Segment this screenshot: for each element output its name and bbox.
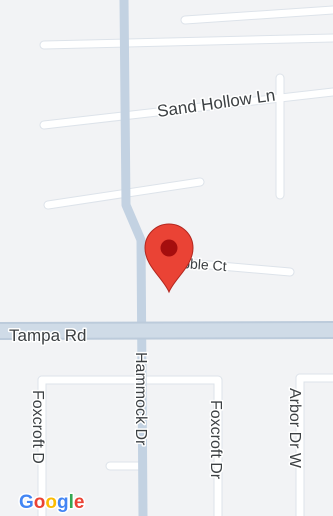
- logo-letter-g: G: [19, 492, 34, 513]
- street-label-hammock-dr: Hammock Dr: [132, 352, 149, 446]
- logo-letter-e: e: [74, 492, 85, 513]
- google-logo[interactable]: Google: [18, 491, 86, 515]
- logo-letter-l: l: [69, 492, 74, 513]
- street-label-pebble-ct: bble Ct: [182, 255, 227, 274]
- hammock-dr-road: [119, 0, 148, 516]
- street-label-arbor-dr-w: Arbor Dr W: [286, 388, 303, 469]
- map-pin-icon[interactable]: [144, 223, 194, 294]
- tampa-rd-road: [0, 323, 333, 338]
- logo-letter-g: g: [57, 492, 69, 513]
- minor-roads: [37, 5, 333, 516]
- street-label-foxcroft-dr-right: Foxcroft Dr: [207, 400, 224, 480]
- street-label-tampa-rd: Tampa Rd: [9, 326, 86, 345]
- street-label-foxcroft-dr-left: Foxcroft D: [29, 390, 46, 464]
- logo-letter-o: o: [34, 492, 46, 513]
- map-pin-dot: [160, 239, 178, 257]
- logo-letter-o: o: [45, 492, 57, 513]
